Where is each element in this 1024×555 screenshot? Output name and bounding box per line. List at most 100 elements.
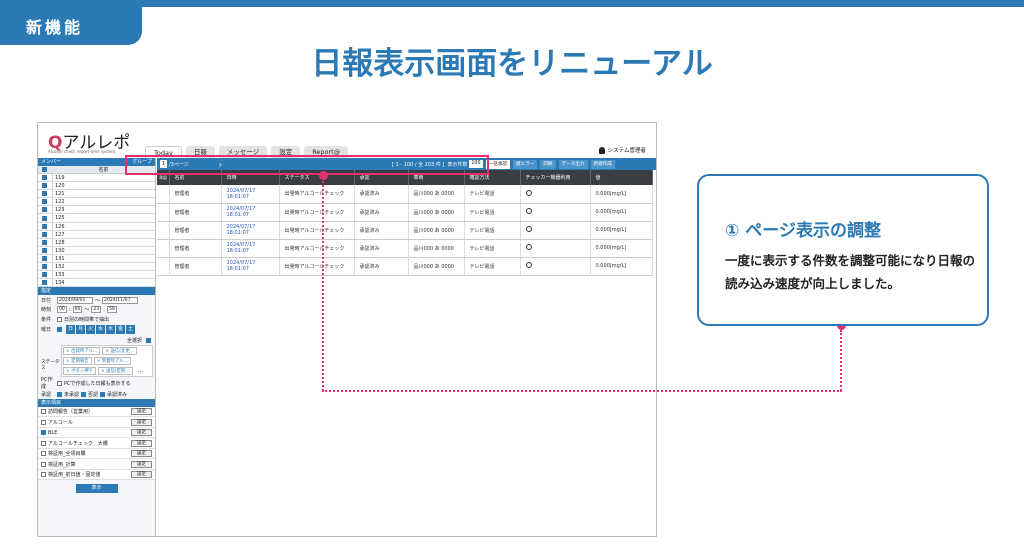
display-item-setting-button[interactable]: 設定 bbox=[130, 408, 152, 416]
weekday-button[interactable]: 木 bbox=[106, 325, 115, 335]
member-checkbox[interactable] bbox=[42, 215, 47, 221]
date-from-input[interactable]: 2024/09/01 bbox=[57, 296, 93, 304]
weekday-button[interactable]: 火 bbox=[86, 325, 95, 335]
display-item-setting-button[interactable]: 設定 bbox=[130, 450, 152, 458]
minute-to-select[interactable]: 59 bbox=[106, 306, 117, 314]
status-tag[interactable]: × 出発時アル… bbox=[63, 347, 101, 356]
remove-tag-icon[interactable]: × bbox=[66, 369, 72, 375]
create-new-button[interactable]: 新規作成 bbox=[590, 159, 615, 169]
member-checkbox[interactable] bbox=[42, 247, 47, 253]
member-checkbox[interactable] bbox=[42, 280, 47, 286]
member-checkbox[interactable] bbox=[42, 175, 47, 181]
member-checkbox[interactable] bbox=[42, 255, 47, 261]
page-size-select[interactable]: 100 bbox=[469, 160, 483, 168]
member-checkbox[interactable] bbox=[42, 207, 47, 213]
member-row[interactable]: 119 bbox=[38, 174, 155, 183]
remove-tag-icon[interactable]: × bbox=[105, 349, 111, 355]
remove-tag-icon[interactable]: × bbox=[66, 359, 72, 365]
bulk-approve-button[interactable]: 一括承認 bbox=[485, 159, 510, 169]
weekday-button[interactable]: 日 bbox=[66, 325, 75, 335]
status-tag[interactable]: × 定期報告 bbox=[63, 357, 92, 366]
member-checkbox[interactable] bbox=[42, 191, 47, 197]
status-tag[interactable]: × 送信(定期… bbox=[98, 367, 133, 376]
remove-tag-icon[interactable]: × bbox=[96, 359, 102, 365]
page-number-input[interactable]: 1 bbox=[160, 160, 167, 168]
date-to-input[interactable]: 2024/11/07 bbox=[102, 296, 139, 304]
hour-from-select[interactable]: 00 bbox=[57, 306, 67, 314]
status-tag[interactable]: × ボタン押下 bbox=[63, 367, 97, 376]
remove-tag-icon[interactable]: × bbox=[101, 369, 107, 375]
col-checker-usage[interactable]: チェッカー機器利用 bbox=[520, 170, 591, 185]
row-check-cell[interactable] bbox=[157, 257, 170, 276]
rejected-checkbox[interactable] bbox=[81, 391, 87, 397]
display-item-checkbox[interactable] bbox=[41, 409, 46, 415]
member-checkbox[interactable] bbox=[42, 239, 47, 245]
display-item-checkbox[interactable] bbox=[41, 430, 46, 436]
display-item-checkbox[interactable] bbox=[41, 472, 46, 478]
member-row[interactable]: 121 bbox=[38, 190, 155, 199]
status-more-icon[interactable]: … bbox=[137, 367, 144, 375]
row-check-cell[interactable] bbox=[157, 185, 170, 204]
member-checkbox[interactable] bbox=[42, 183, 47, 189]
value-error-button[interactable]: 値エラー bbox=[512, 159, 538, 169]
member-row[interactable]: 126 bbox=[38, 222, 155, 231]
status-tag[interactable]: × 送信(変更… bbox=[102, 347, 138, 356]
member-checkbox[interactable] bbox=[42, 272, 47, 278]
col-value[interactable]: 値 bbox=[590, 170, 653, 185]
row-check-cell[interactable] bbox=[157, 239, 170, 258]
display-item-checkbox[interactable] bbox=[41, 440, 46, 446]
display-item-setting-button[interactable]: 設定 bbox=[130, 471, 152, 479]
weekday-all-checkbox[interactable] bbox=[57, 327, 62, 333]
member-row[interactable]: 123 bbox=[38, 206, 155, 215]
member-row[interactable]: 134 bbox=[38, 279, 155, 288]
member-checkbox[interactable] bbox=[42, 264, 47, 270]
member-row[interactable]: 127 bbox=[38, 230, 155, 239]
status-tag-box[interactable]: × 出発時アル…× 送信(変更… × 定期報告× 到着時アル…× ボタン押下× 送… bbox=[61, 345, 153, 378]
select-all-status-checkbox[interactable] bbox=[146, 338, 151, 344]
minute-from-select[interactable]: 00 bbox=[72, 306, 83, 314]
unapproved-checkbox[interactable] bbox=[57, 391, 62, 397]
show-button[interactable]: 表示 bbox=[75, 484, 118, 494]
member-row[interactable]: 122 bbox=[38, 198, 155, 207]
member-row[interactable]: 133 bbox=[38, 271, 155, 280]
data-export-button[interactable]: データ出力 bbox=[558, 159, 588, 169]
status-tag[interactable]: × 到着時アル… bbox=[93, 357, 132, 366]
member-checkbox[interactable] bbox=[42, 231, 47, 237]
weekday-button[interactable]: 水 bbox=[96, 325, 105, 335]
weekday-button[interactable]: 月 bbox=[76, 325, 85, 335]
pc-created-checkbox[interactable] bbox=[57, 380, 62, 386]
display-item-setting-button[interactable]: 設定 bbox=[130, 418, 152, 426]
row-check-cell[interactable] bbox=[157, 221, 170, 240]
display-item-checkbox[interactable] bbox=[41, 451, 46, 457]
display-item-setting-button[interactable]: 設定 bbox=[130, 460, 152, 468]
approved-checkbox[interactable] bbox=[100, 391, 106, 397]
member-row[interactable]: 130 bbox=[38, 246, 155, 255]
member-row[interactable]: 120 bbox=[38, 182, 155, 191]
member-row[interactable]: 132 bbox=[38, 263, 155, 272]
hour-to-select[interactable]: 23 bbox=[91, 306, 102, 314]
print-button[interactable]: 印刷 bbox=[540, 159, 556, 169]
member-row[interactable]: 128 bbox=[38, 238, 155, 247]
display-item-setting-button[interactable]: 設定 bbox=[130, 439, 152, 447]
user-menu[interactable]: システム管理者 bbox=[598, 146, 646, 154]
daily-time-checkbox[interactable] bbox=[57, 316, 62, 322]
member-checkbox[interactable] bbox=[42, 223, 47, 229]
next-page-icon[interactable]: › bbox=[218, 159, 222, 169]
weekday-button[interactable]: 金 bbox=[116, 325, 125, 335]
weekday-button[interactable]: 土 bbox=[126, 325, 135, 335]
member-row[interactable]: 131 bbox=[38, 254, 155, 264]
display-item-checkbox[interactable] bbox=[41, 419, 46, 425]
row-check-cell[interactable] bbox=[157, 203, 170, 222]
display-item-checkbox[interactable] bbox=[41, 461, 46, 467]
display-item-setting-button[interactable]: 設定 bbox=[130, 429, 152, 437]
member-checkbox[interactable] bbox=[42, 199, 47, 205]
remove-tag-icon[interactable]: × bbox=[66, 349, 72, 355]
group-toggle[interactable]: グループ bbox=[132, 159, 152, 165]
select-all-members-checkbox[interactable] bbox=[42, 167, 47, 172]
member-row[interactable]: 125 bbox=[38, 214, 155, 223]
